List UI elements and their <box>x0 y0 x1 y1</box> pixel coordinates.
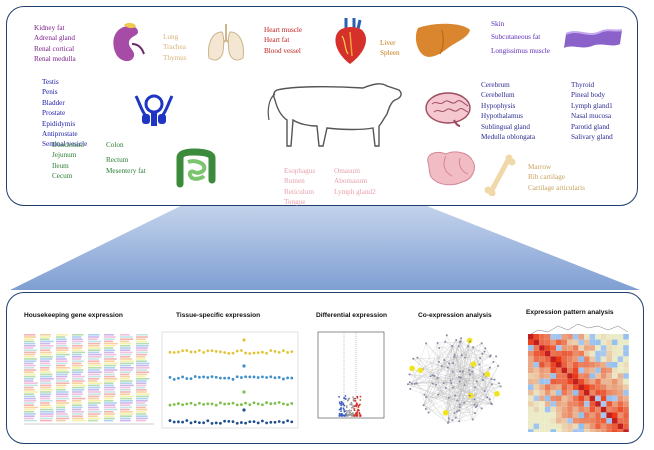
differential-title: Differential expression <box>316 312 388 319</box>
tissue-specific-title: Tissue-specific expression <box>176 312 261 319</box>
liver-icon <box>415 23 470 57</box>
heart-icon <box>335 18 366 64</box>
lung-tissue-list: Lung Trachea Thymus <box>163 33 187 62</box>
bone-tissue-list: Marrow Rib cartilage Cartilage articular… <box>528 163 585 192</box>
stomach-tissue-list-left: Esophagus Rumen Reticulum Tongue <box>284 167 316 207</box>
housekeeping-thumbnail <box>24 334 154 425</box>
pattern-title: Expression pattern analysis <box>526 309 614 316</box>
lung-icon <box>208 24 244 61</box>
intestine-tissue-list-left: Duodenum Jejunum Ileum Cecum <box>52 141 84 181</box>
stomach-tissue-list-right: Omasum Abomasum Lymph gland2 <box>334 167 376 196</box>
brain-tissue-list-left: Cerebrum Cerebellum Hypophysis Hypothala… <box>481 81 536 142</box>
brain-tissue-list-right: Thyroid Pineal body Lymph gland1 Nasal m… <box>571 81 613 142</box>
intestine-tissue-list-right: Colon Rectum Mesentery fat <box>106 141 146 175</box>
tissue-panel <box>6 6 638 206</box>
intestine-icon <box>176 148 216 188</box>
coexpression-network-thumbnail <box>406 334 502 424</box>
reproductive-tissue-list: Testis Penis Bladder Prostate Epididymis… <box>42 78 88 149</box>
stomach-icon <box>427 151 475 186</box>
reproductive-icon <box>134 94 174 126</box>
coexpression-title: Co-expression analysis <box>418 312 492 319</box>
kidney-tissue-list: Kidney fat Adrenal gland Renal cortical … <box>34 24 76 64</box>
bone-icon <box>484 154 516 196</box>
volcano-thumbnail <box>317 331 385 419</box>
tissue-specific-thumbnail <box>161 331 299 429</box>
skin-tissue-list: Skin Subcutaneous fat Longissimus muscle <box>491 20 550 55</box>
kidney-icon <box>113 22 145 62</box>
liver-tissue-list: Liver Spleen <box>380 39 400 58</box>
pattern-heatmap-thumbnail <box>527 323 629 432</box>
brain-icon <box>425 92 471 127</box>
housekeeping-title: Housekeeping gene expression <box>24 312 123 319</box>
skin-icon <box>564 29 623 48</box>
heart-tissue-list: Heart muscle Heart fat Blood vessel <box>264 26 303 55</box>
cow-icon <box>267 83 402 147</box>
